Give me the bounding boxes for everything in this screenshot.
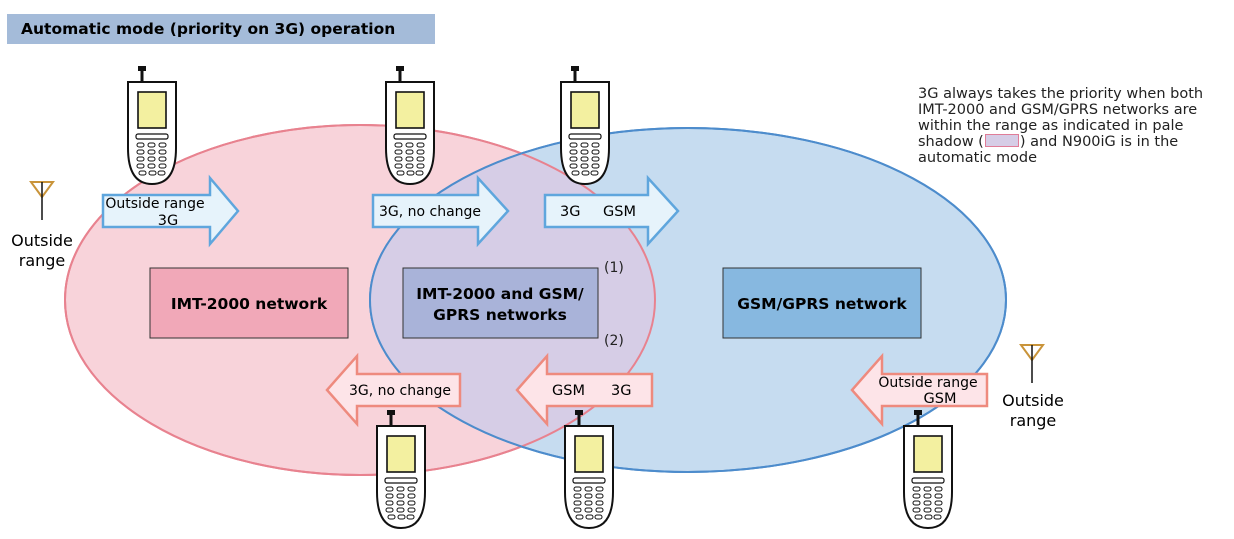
- arrow-3g-no-change-left: [325, 352, 462, 428]
- arrow-3g-to-gsm-left: 3G: [560, 204, 580, 220]
- gsm-network-box: [722, 267, 922, 339]
- antenna-icon: [1019, 344, 1045, 383]
- arrow-3g-no-change-left-label: 3G, no change: [349, 383, 451, 399]
- arrow-gsm-to-3g-right: 3G: [611, 383, 631, 399]
- antenna-icon: [29, 181, 55, 220]
- arrow-outside-to-3g-line2: 3G: [158, 213, 178, 229]
- priority-note-text-after: ) and N900iG is in the automatic mode: [918, 134, 1179, 166]
- mobile-phone-icon: [563, 408, 615, 530]
- arrow-outside-to-gsm-line1: Outside range: [878, 375, 977, 391]
- mobile-phone-icon: [559, 64, 611, 186]
- imt2000-network-label: IMT-2000 network: [171, 295, 328, 313]
- arrow-gsm-to-3g-left: GSM: [552, 383, 585, 399]
- priority-note-text-before: 3G always takes the priority when both I…: [918, 86, 1204, 150]
- overlap-color-swatch: [984, 134, 1019, 147]
- mobile-phone-icon: [384, 64, 436, 186]
- mobile-phone-icon: [902, 408, 954, 530]
- overlap-network-label-line2: GPRS networks: [433, 306, 567, 324]
- gsm-network-label: GSM/GPRS network: [737, 295, 907, 313]
- outside-range-right-line1: Outside: [1002, 391, 1064, 410]
- marker-2: (2): [604, 333, 624, 349]
- imt2000-coverage-outline: [64, 124, 656, 476]
- priority-note: 3G always takes the priority when both I…: [918, 86, 1218, 166]
- arrow-outside-to-gsm: [850, 352, 989, 428]
- arrow-3g-to-gsm-right: GSM: [603, 204, 636, 220]
- arrow-3g-no-change-right: [371, 174, 510, 248]
- arrow-gsm-to-3g: [515, 352, 654, 428]
- outside-range-left-line1: Outside: [11, 231, 73, 250]
- gsm-coverage-outline: [369, 127, 1007, 473]
- page-title: Automatic mode (priority on 3G) operatio…: [7, 14, 435, 44]
- outside-range-right-line2: range: [1010, 411, 1057, 430]
- arrow-outside-to-3g: [101, 174, 240, 248]
- marker-1: (1): [604, 260, 624, 276]
- arrow-3g-no-change-right-label: 3G, no change: [379, 204, 481, 220]
- imt2000-network-box: [149, 267, 349, 339]
- overlap-network-label-line1: IMT-2000 and GSM/: [416, 285, 584, 303]
- arrow-outside-to-3g-line1: Outside range: [105, 196, 204, 212]
- mobile-phone-icon: [126, 64, 178, 186]
- arrow-outside-to-gsm-line2: GSM: [924, 391, 957, 407]
- outside-range-left-line2: range: [19, 251, 66, 270]
- overlap-network-box: [402, 267, 599, 339]
- mobile-phone-icon: [375, 408, 427, 530]
- arrow-3g-to-gsm: [543, 174, 680, 248]
